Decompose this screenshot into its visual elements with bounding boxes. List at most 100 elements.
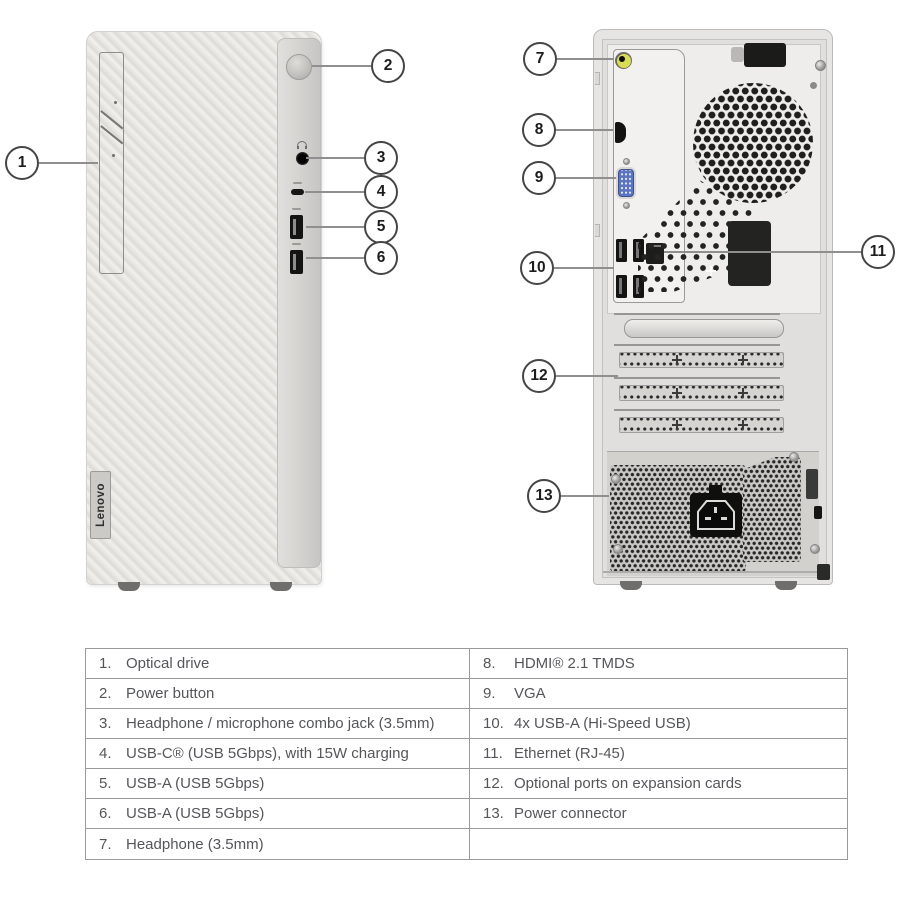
power-connector-inlet (697, 500, 735, 530)
slot-screw-cross (738, 388, 748, 398)
usb-a-port-1 (290, 215, 303, 239)
usb-c-port (291, 189, 304, 195)
leader-line-9 (556, 177, 616, 179)
callout-5: 5 (364, 210, 398, 244)
slot-separator (614, 409, 780, 411)
rear-view-chassis (593, 29, 833, 585)
callout-6-number: 6 (376, 249, 386, 266)
optical-drive (99, 52, 124, 274)
legend-num: 6. (99, 805, 112, 822)
legend-num: 11. (483, 745, 503, 762)
slot-separator (614, 377, 780, 379)
vga-screw (623, 158, 630, 165)
power-connector (690, 485, 742, 537)
legend-label: Power button (126, 685, 215, 702)
legend-row-empty (470, 829, 847, 859)
legend-label: USB-A (USB 5Gbps) (126, 805, 265, 822)
rear-bottom-seam (603, 571, 825, 573)
callout-4: 4 (364, 175, 398, 209)
legend-label: HDMI® 2.1 TMDS (514, 655, 635, 672)
usb-label-mark (292, 208, 301, 210)
rear-usb-a-port-3 (616, 275, 627, 298)
legend-num: 3. (99, 715, 112, 732)
legend-label: Ethernet (RJ-45) (514, 745, 625, 762)
legend-row-12: 12. Optional ports on expansion cards (470, 769, 847, 799)
slot-separator (614, 313, 780, 315)
expansion-slot-cover-3 (619, 417, 784, 433)
callout-11-number: 11 (869, 243, 887, 260)
leader-line-4 (305, 191, 364, 193)
callout-13: 13 (527, 479, 561, 513)
legend-row-8: 8. HDMI® 2.1 TMDS (470, 649, 847, 679)
legend-num: 8. (483, 655, 496, 672)
leader-line-13 (561, 495, 609, 497)
rear-corner-bracket (817, 564, 830, 580)
legend-column-left: 1.Optical drive 2.Power button 3.Headpho… (86, 649, 470, 859)
callout-3: 3 (364, 141, 398, 175)
front-foot-left (118, 582, 140, 591)
legend-row-6: 6. USB-A (USB 5Gbps) (86, 799, 469, 829)
case-screw (815, 60, 826, 71)
callout-9-number: 9 (534, 169, 544, 186)
callout-12-number: 12 (530, 367, 548, 384)
legend-label: VGA (514, 685, 546, 702)
callout-2-number: 2 (383, 57, 393, 74)
usb-c-label-mark (293, 182, 302, 184)
rear-knockout-panel (728, 221, 771, 286)
legend-column-right: 8.HDMI® 2.1 TMDS 9.VGA 10.4x USB-A (Hi-S… (470, 649, 847, 859)
rear-foot-right (775, 581, 797, 590)
psu-panel (607, 451, 820, 576)
lenovo-logo-text: Lenovo (94, 483, 107, 527)
case-rivet (810, 82, 817, 89)
expansion-slot-cover-2 (619, 385, 784, 401)
callout-7-number: 7 (535, 50, 545, 67)
rear-latch-handle (731, 47, 744, 62)
psu-screw (810, 544, 820, 554)
leader-line-2 (312, 65, 371, 67)
leader-line-12 (556, 375, 618, 377)
slot-separator (614, 344, 780, 346)
legend-num: 2. (99, 685, 112, 702)
leader-line-10 (554, 267, 614, 269)
front-view-chassis: Lenovo (86, 31, 322, 585)
slot-screw-cross (672, 388, 682, 398)
rear-usb-a-port-1 (616, 239, 627, 262)
rear-headphone-jack (615, 52, 632, 69)
leader-line-7 (557, 58, 614, 60)
legend-row-11: 11. Ethernet (RJ-45) (470, 739, 847, 769)
optical-drive-eject-dot (114, 101, 117, 104)
front-foot-right (270, 582, 292, 591)
psu-mesh-right (743, 457, 801, 562)
expansion-slot-cover-1 (619, 352, 784, 368)
legend-num: 12. (483, 775, 504, 792)
legend-label: 4x USB-A (Hi-Speed USB) (514, 715, 691, 732)
legend-num: 9. (483, 685, 496, 702)
callout-2: 2 (371, 49, 405, 83)
legend-row-4: 4.USB-C® (USB 5Gbps), with 15W charging (86, 739, 469, 769)
kensington-lock-slot (814, 506, 822, 519)
usb-label-mark (292, 243, 301, 245)
slot-screw-cross (672, 420, 682, 430)
legend-label: Optional ports on expansion cards (514, 775, 742, 792)
legend-row-5: 5.USB-A (USB 5Gbps) (86, 769, 469, 799)
leader-line-1 (39, 162, 98, 164)
legend-label: Power connector (514, 805, 627, 822)
callout-6: 6 (364, 241, 398, 275)
usb-a-port-2 (290, 250, 303, 274)
screw-cross (706, 266, 716, 276)
power-pin (705, 517, 711, 520)
psu-screw (611, 474, 621, 484)
leader-line-6 (306, 257, 364, 259)
power-connector-tab (709, 485, 722, 494)
leader-line-3 (306, 157, 364, 159)
legend-label: USB-A (USB 5Gbps) (126, 775, 265, 792)
psu-mesh-left (610, 465, 746, 572)
callout-5-number: 5 (376, 218, 386, 235)
case-notch (595, 224, 600, 237)
leader-line-8 (556, 129, 613, 131)
leader-line-5 (306, 226, 364, 228)
legend-row-7: 7.Headphone (3.5mm) (86, 829, 469, 859)
vga-port (618, 169, 634, 197)
power-pin (721, 517, 727, 520)
callout-1-number: 1 (17, 154, 27, 171)
